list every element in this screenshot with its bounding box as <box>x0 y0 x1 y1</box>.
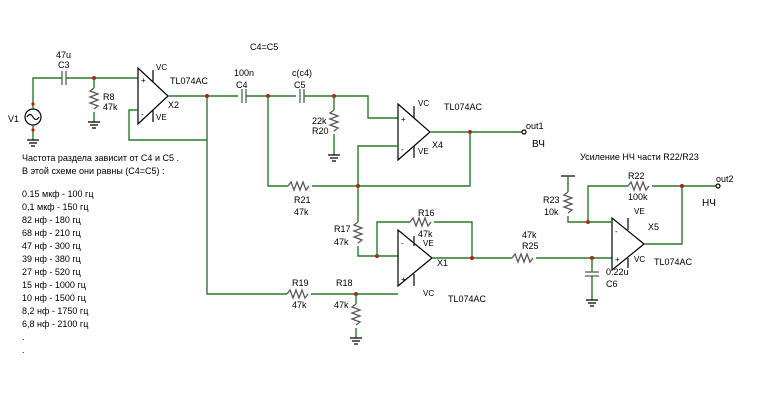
capacitor-c4: 100n C4 <box>234 68 254 103</box>
r8-value: 47k <box>103 102 118 112</box>
r19-ref: R19 <box>292 278 309 288</box>
x2-vc: VC <box>156 63 167 72</box>
crossover-note-line: 8,2 нф - 1750 гц <box>22 306 88 316</box>
opamp-x2: + - VC VE TL074AC X2 <box>137 63 209 126</box>
crossover-note-line: 27 нф - 520 гц <box>22 267 81 277</box>
crossover-notes: Частота раздела зависит от C4 и C5 . В э… <box>22 153 179 355</box>
r8-ref: R8 <box>103 92 115 102</box>
ground-symbol <box>27 139 39 147</box>
c5-ref: C5 <box>294 80 306 90</box>
r21-value: 47k <box>294 207 309 217</box>
c3-value: 47u <box>56 50 71 60</box>
crossover-note-line: 10 нф - 1500 гц <box>22 293 86 303</box>
x2-ref: X2 <box>168 100 179 110</box>
r25-value: 47k <box>522 230 537 240</box>
c6-value: 0.22u <box>606 267 629 277</box>
c6-ref: C6 <box>606 279 618 289</box>
r20-ref: R20 <box>312 126 329 136</box>
x5-ref: X5 <box>648 222 659 232</box>
resistor-r21: R21 47k <box>287 180 311 217</box>
resistor-r25: 47k R25 <box>511 230 539 264</box>
x4-model: TL074AC <box>444 102 483 112</box>
x2-minus: - <box>141 110 144 119</box>
r18-ref: R18 <box>336 278 353 288</box>
resistor-r17: R17 47k <box>334 221 364 247</box>
crossover-note-line: 15 нф - 1000 гц <box>22 280 86 290</box>
x2-plus: + <box>141 76 146 85</box>
r22-ref: R22 <box>628 171 645 181</box>
output-out1: out1 ВЧ <box>521 121 545 150</box>
x2-ve: VE <box>156 113 167 122</box>
x5-vc: VC <box>634 255 645 264</box>
capacitor-c5: c(c4) C5 <box>292 68 312 103</box>
out2-label: out2 <box>716 174 734 184</box>
crossover-note-line: 82 нф - 180 гц <box>22 215 81 225</box>
resistor-r20: 22k R20 <box>312 109 340 136</box>
c3-ref: C3 <box>58 60 70 70</box>
opamp-x1: - + VE VC X1 TL074AC <box>397 228 487 304</box>
r22-value: 100k <box>628 192 648 202</box>
crossover-note-line: . <box>22 345 25 355</box>
x1-vc: VC <box>423 289 434 298</box>
r25-ref: R25 <box>522 241 539 251</box>
opamp-x5: - + VE VC X5 TL074AC <box>611 207 693 272</box>
c4-ref: C4 <box>236 80 248 90</box>
crossover-note-line: 68 нф - 210 гц <box>22 228 81 238</box>
x1-ref: X1 <box>437 258 448 268</box>
x5-minus: - <box>615 227 618 236</box>
r23-ref: R23 <box>543 195 560 205</box>
x1-plus: + <box>401 275 406 284</box>
crossover-note-line: . <box>22 332 25 342</box>
out1-desc: ВЧ <box>532 139 545 150</box>
resistor-r18: R18 47k <box>334 278 362 326</box>
resistor-r8: R8 47k <box>88 87 118 112</box>
capacitor-c3: 47u C3 <box>56 50 71 85</box>
r16-ref: R16 <box>418 208 435 218</box>
r17-ref: R17 <box>334 224 351 234</box>
source-v1-ref: V1 <box>8 114 19 124</box>
crossover-note-line: 6,8 нф - 2100 гц <box>22 319 88 329</box>
x1-model: TL074AC <box>448 294 487 304</box>
x4-ref: X4 <box>432 140 443 150</box>
x4-plus: + <box>401 115 406 124</box>
x1-minus: - <box>401 239 404 248</box>
crossover-note-line: 39 нф - 380 гц <box>22 254 81 264</box>
out1-label: out1 <box>526 121 544 131</box>
c4-value: 100n <box>234 68 254 78</box>
r19-value: 47k <box>292 300 307 310</box>
x4-minus: - <box>401 145 404 154</box>
x5-plus: + <box>615 255 620 264</box>
r20-value: 22k <box>312 116 327 126</box>
resistor-r19: R19 47k <box>286 278 309 310</box>
r23-value: 10k <box>544 207 559 217</box>
crossover-note-line: В этой схеме они равны (C4=C5) : <box>22 166 165 176</box>
resistor-r16: R16 47k <box>409 208 435 239</box>
source-v1: V1 <box>8 108 42 126</box>
crossover-note-line: Частота раздела зависит от C4 и C5 . <box>22 153 179 163</box>
opamp-x4: + - VC VE TL074AC X4 <box>397 99 483 162</box>
out2-desc: НЧ <box>702 198 716 209</box>
c5-value: c(c4) <box>292 68 312 78</box>
x4-ve: VE <box>418 147 429 156</box>
x2-model: TL074AC <box>170 76 209 86</box>
r17-value: 47k <box>334 237 349 247</box>
r16-value: 47k <box>418 229 433 239</box>
lf-gain-note: Усиление НЧ части R22/R23 <box>580 152 699 162</box>
r21-ref: R21 <box>294 195 311 205</box>
output-out2: out2 НЧ <box>702 174 734 209</box>
x5-model: TL074AC <box>654 257 693 267</box>
crossover-note-line: 47 нф - 300 гц <box>22 241 81 251</box>
resistor-r23: R23 10k <box>543 191 574 217</box>
x5-ve: VE <box>634 207 645 216</box>
resistor-r22: R22 100k <box>627 171 650 202</box>
r18-value: 47k <box>334 300 349 310</box>
crossover-note-line: 0,1 мкф - 150 гц <box>22 202 89 212</box>
x1-ve: VE <box>423 239 434 248</box>
capacitor-equality-note: C4=C5 <box>250 42 278 52</box>
x4-vc: VC <box>418 99 429 108</box>
crossover-note-line: 0.15 мкф - 100 гц <box>22 189 94 199</box>
